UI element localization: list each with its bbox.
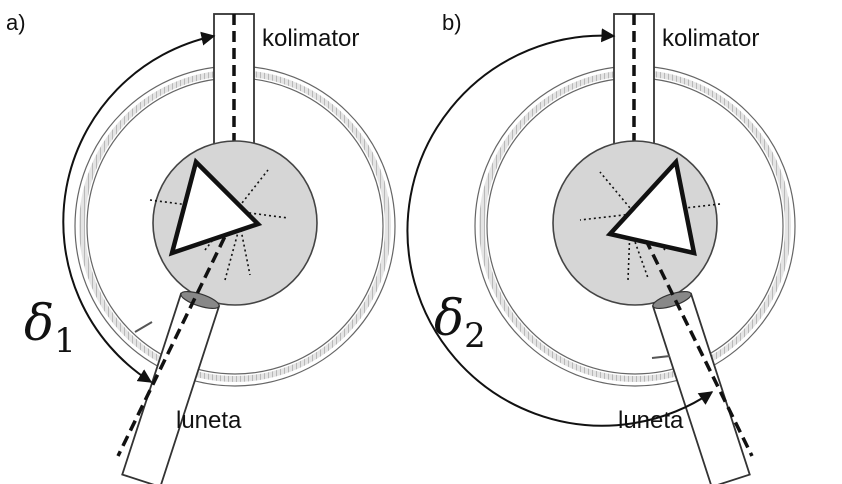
deviation-angle-label: δ2 bbox=[434, 289, 486, 356]
telescope-label: luneta bbox=[176, 407, 242, 434]
collimator-label: kolimator bbox=[662, 25, 759, 52]
telescope-tube bbox=[651, 292, 751, 484]
telescope-tube bbox=[121, 292, 221, 484]
panel-b: b) kolimator luneta δ2 bbox=[406, 10, 796, 484]
deviation-angle-label: δ1 bbox=[24, 294, 76, 361]
panel-label: a) bbox=[6, 10, 26, 35]
panel-a: a) kolimator luneta δ1 bbox=[6, 10, 396, 484]
deviation-arc bbox=[62, 31, 216, 383]
collimator-label: kolimator bbox=[262, 25, 359, 52]
panel-label: b) bbox=[442, 10, 462, 35]
telescope-label: luneta bbox=[618, 407, 684, 434]
deviation-arc bbox=[406, 28, 714, 427]
